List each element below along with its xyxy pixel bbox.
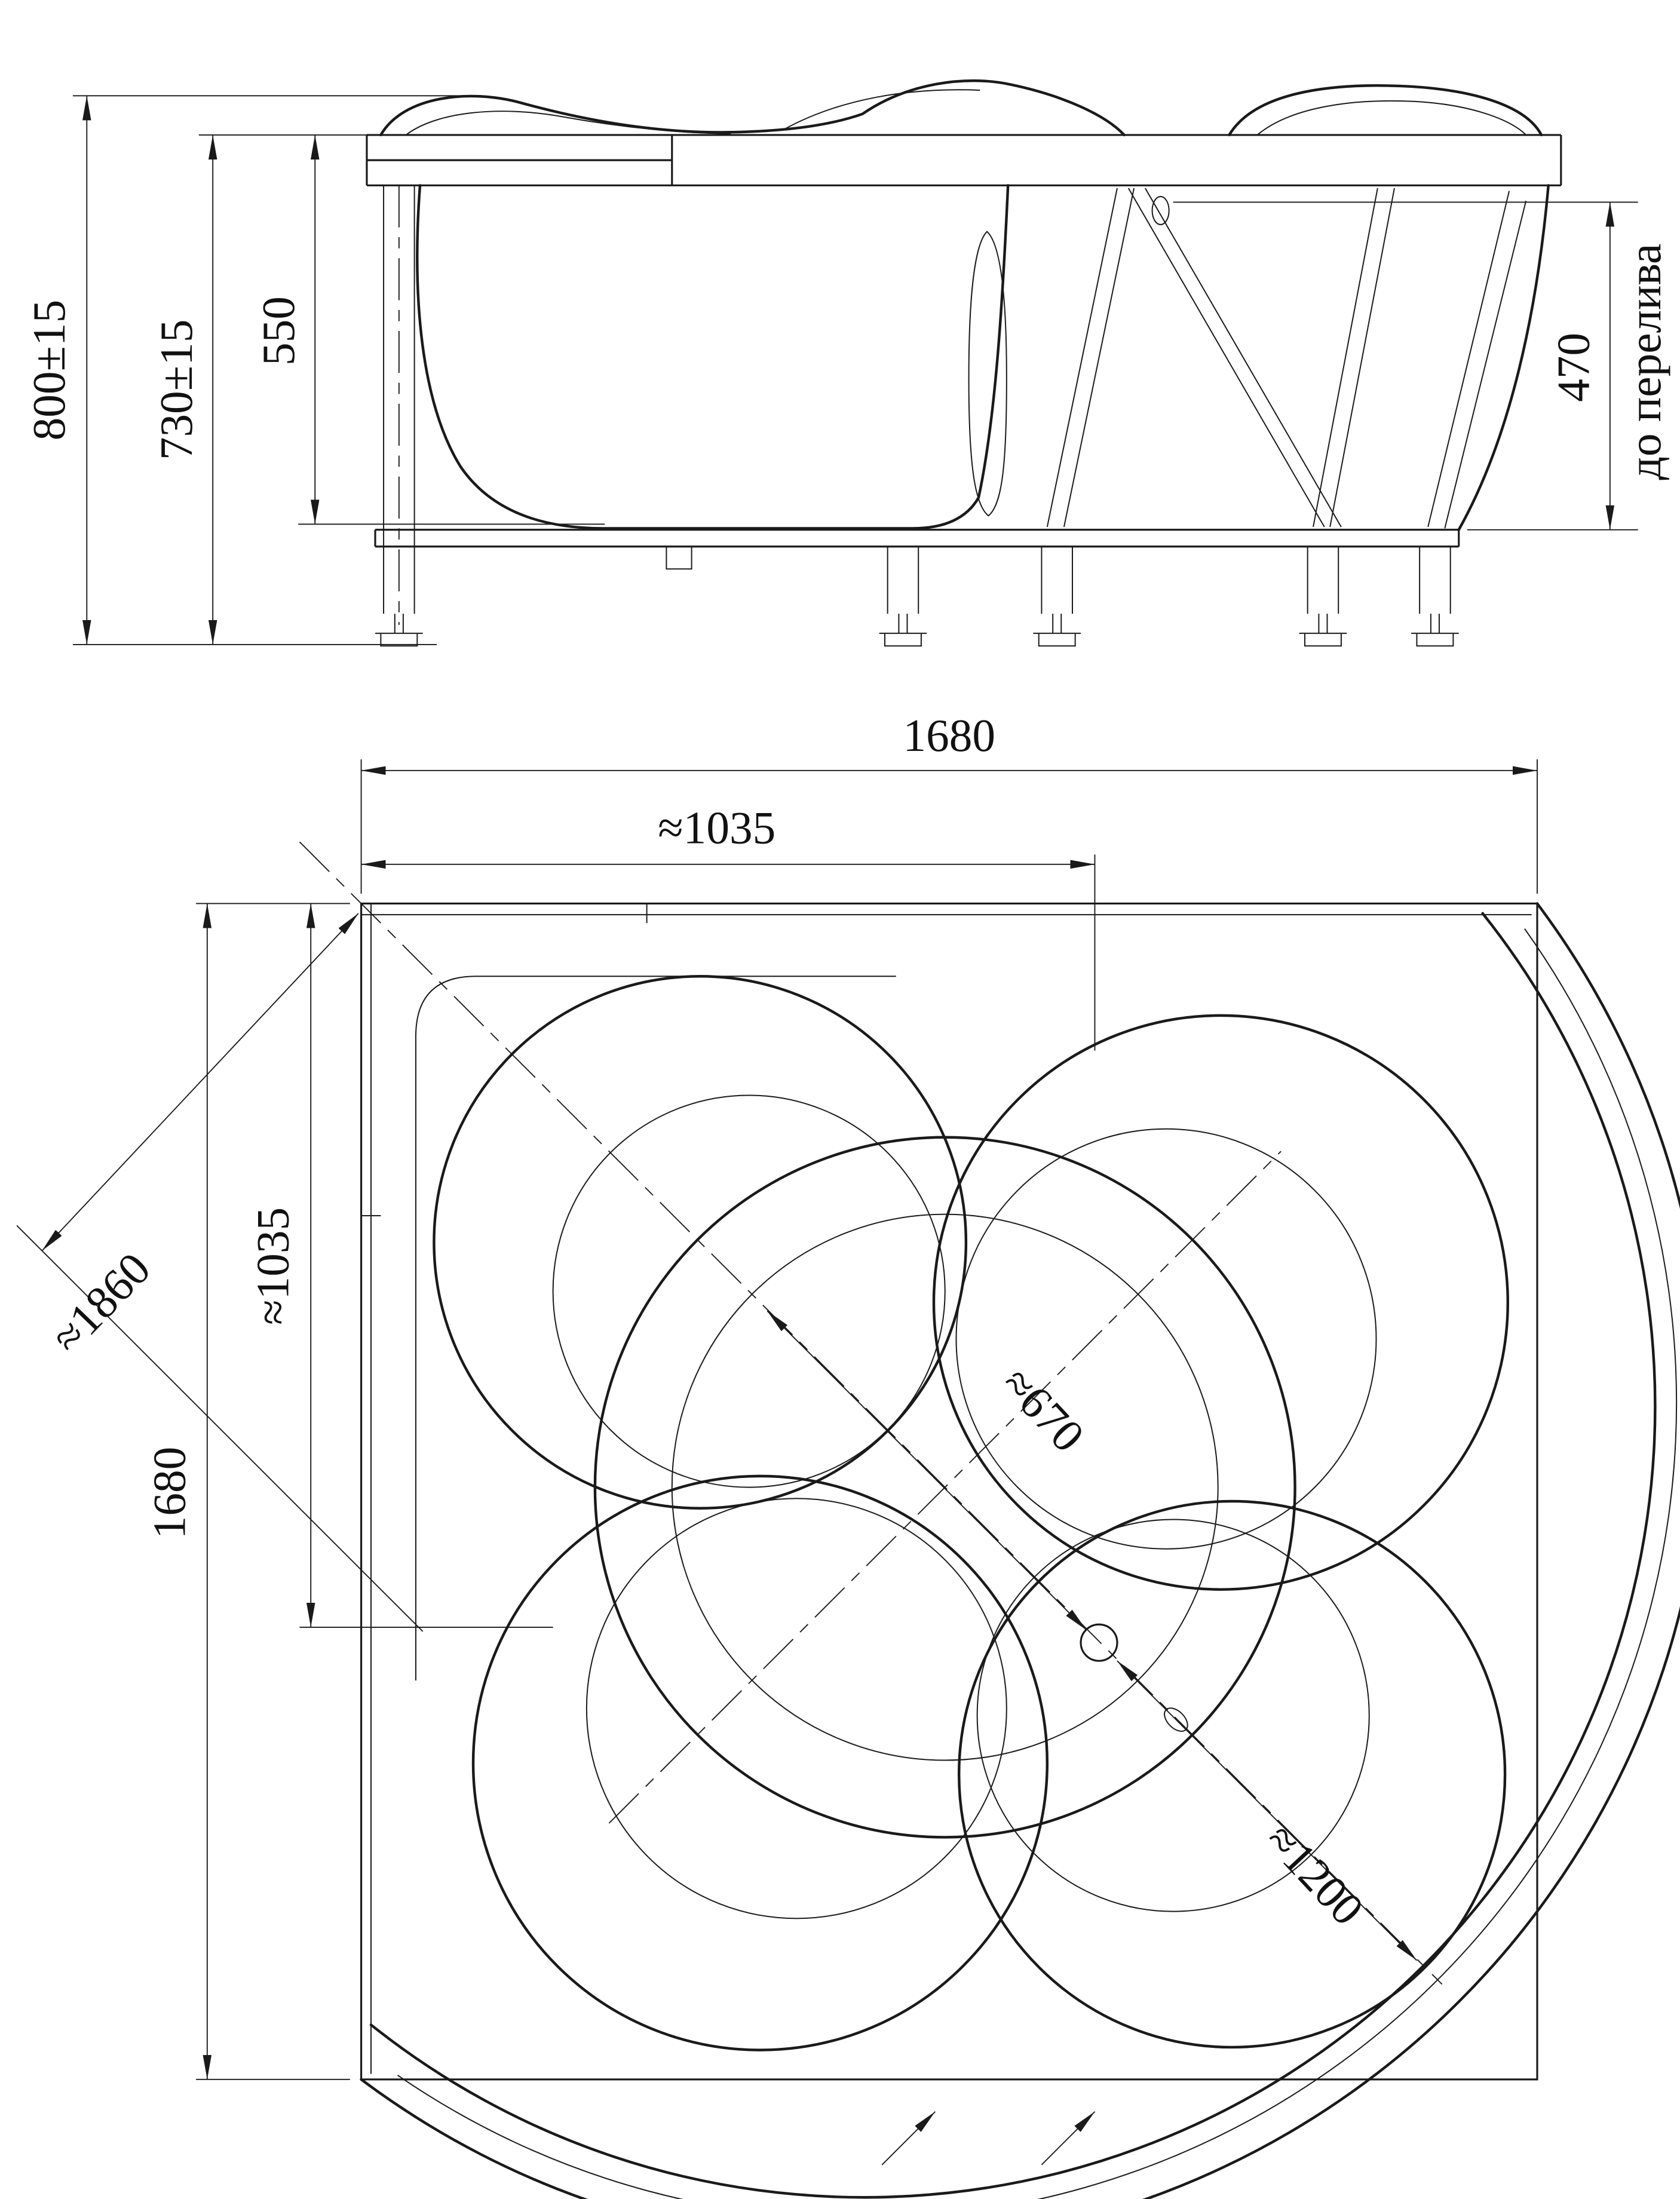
- side-view-dimensions: 800±15 730±15 550 470 до перелива: [23, 95, 1670, 645]
- dim-label-overflow-height: 470: [1548, 333, 1599, 402]
- dim-label-overall-depth: 1680: [143, 1447, 195, 1539]
- drain-circle: [1080, 1623, 1118, 1662]
- tub-bowl-section: [416, 184, 1010, 530]
- dimension-line-diagonal-width: [41, 913, 359, 1252]
- tub-backrest-pad: [968, 231, 1007, 517]
- dim-label-overall-height: 800±15: [23, 300, 75, 441]
- bottom-reference-arrow-right: [1041, 2111, 1096, 2166]
- dim-label-rim-center-from-top: ≈1035: [247, 1207, 299, 1325]
- dim-label-overall-width: 1680: [903, 710, 995, 761]
- floor-lobe-bottom-left: [585, 1498, 1007, 1919]
- dim-label-overflow-note: до перелива: [1619, 244, 1670, 480]
- dimension-line-drain-on-diagonal: [767, 1310, 1087, 1631]
- frame-struts: [1046, 188, 1527, 529]
- floor-lobe-top-left: [552, 1094, 946, 1488]
- frame-bottom-rails: [374, 529, 1460, 548]
- tub-right-wall: [1457, 184, 1550, 531]
- deck-edge: [415, 976, 896, 1680]
- dim-label-drain-on-diagonal: ≈670: [992, 1357, 1095, 1462]
- floor-lobe-top-right: [955, 1128, 1377, 1550]
- rim-lobe-top-left: [433, 975, 968, 1510]
- frame-legs: [887, 546, 1451, 614]
- tub-top-profile: [379, 79, 1543, 137]
- overflow-hole: [1151, 196, 1170, 225]
- tub-top-profile-inner: [405, 89, 1526, 136]
- dim-label-rim-center-from-left: ≈1035: [658, 802, 775, 854]
- rim-lobe-front: [957, 1499, 1507, 2049]
- front-rim-mid-arc: [397, 928, 1678, 2199]
- plan-top-view: [299, 841, 1680, 2199]
- bowl-floor-circle: [671, 1213, 1219, 1761]
- dim-label-front-edge-radius: ≈1200: [1256, 1814, 1374, 1935]
- frame-feet: [375, 614, 1459, 647]
- front-rim-outer-arc: [360, 902, 1680, 2199]
- drain-block: [666, 545, 692, 570]
- dim-label-diagonal-width: ≈1860: [41, 1243, 160, 1363]
- bottom-reference-arrow-left: [881, 2111, 936, 2166]
- panel-edge-doubles: [361, 903, 1532, 2074]
- side-extension-lines: [72, 95, 1638, 645]
- tub-rim-band: [366, 134, 1562, 186]
- dimension-line-front-edge-radius: [1117, 1660, 1418, 1961]
- side-elevation-view: [366, 79, 1562, 647]
- frame-left-post: [383, 185, 415, 614]
- rim-lobe-top-right: [932, 1014, 1509, 1591]
- dim-label-inner-depth: 550: [253, 296, 304, 366]
- plan-extension-lines: [16, 759, 1538, 2080]
- rim-lobe-bottom-left: [471, 1474, 1049, 2051]
- panel-outline: [360, 902, 1538, 2081]
- dim-label-rim-height: 730±15: [151, 320, 202, 461]
- plan-view-dimensions: 1680 ≈1035 1680 ≈1035 ≈1860 ≈670 ≈1200: [16, 710, 1538, 2166]
- bowl-rim-circle: [593, 1136, 1296, 1839]
- diagonal-centerlines: [299, 841, 1443, 1985]
